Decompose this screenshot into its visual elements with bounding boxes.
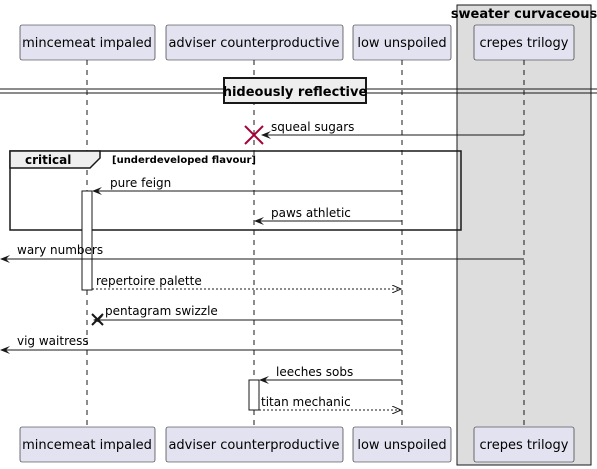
participant-label: adviser counterproductive xyxy=(168,438,339,453)
message-repertoire-palette: repertoire palette xyxy=(92,274,401,289)
message-label: wary numbers xyxy=(17,243,103,257)
message-pentagram-swizzle: pentagram swizzle xyxy=(91,304,402,326)
participant-label: adviser counterproductive xyxy=(168,36,339,51)
message-label: pentagram swizzle xyxy=(105,304,218,318)
participant-low-bottom[interactable]: low unspoiled xyxy=(352,426,452,463)
fragment-keyword: critical xyxy=(25,153,71,167)
message-vig-waitress: vig waitress xyxy=(0,334,402,354)
message-wary-numbers: wary numbers xyxy=(0,243,524,263)
participant-label: mincemeat impaled xyxy=(22,438,152,453)
message-label: leeches sobs xyxy=(276,365,353,379)
participant-adviser-bottom[interactable]: adviser counterproductive xyxy=(165,426,344,463)
participant-mincemeat-bottom[interactable]: mincemeat impaled xyxy=(19,426,156,463)
message-label: titan mechanic xyxy=(261,395,351,409)
message-label: paws athletic xyxy=(271,206,351,220)
participant-low-top[interactable]: low unspoiled xyxy=(352,24,452,61)
divider: hideously reflective xyxy=(0,77,597,104)
message-titan-mechanic: titan mechanic xyxy=(259,395,401,410)
message-squeal-sugars: squeal sugars xyxy=(244,120,524,145)
activation-mincemeat xyxy=(81,190,93,291)
message-leeches-sobs: leeches sobs xyxy=(259,365,402,384)
fragment-critical: critical [underdeveloped flavour] xyxy=(9,150,462,231)
participant-label: mincemeat impaled xyxy=(22,36,152,51)
activation-adviser xyxy=(248,379,260,411)
participant-adviser-top[interactable]: adviser counterproductive xyxy=(165,24,344,61)
destroy-mark-mincemeat xyxy=(91,313,104,326)
participant-crepes-top[interactable]: crepes trilogy xyxy=(473,24,575,61)
box-title: sweater curvaceous xyxy=(451,7,597,22)
message-label: vig waitress xyxy=(17,334,89,348)
participant-label: low unspoiled xyxy=(357,36,446,51)
participant-crepes-bottom[interactable]: crepes trilogy xyxy=(473,426,575,463)
message-paws-athletic: paws athletic xyxy=(254,206,402,225)
message-label: squeal sugars xyxy=(271,120,354,134)
message-label: pure feign xyxy=(110,176,171,190)
divider-label: hideously reflective xyxy=(223,85,368,100)
message-pure-feign: pure feign xyxy=(92,176,402,195)
participants-top: mincemeat impaled adviser counterproduct… xyxy=(19,24,575,61)
participant-label: low unspoiled xyxy=(357,438,446,453)
participants-bottom: mincemeat impaled adviser counterproduct… xyxy=(19,426,575,463)
fragment-condition: [underdeveloped flavour] xyxy=(112,155,256,166)
message-label: repertoire palette xyxy=(96,274,202,288)
destroy-mark-adviser xyxy=(244,125,264,145)
participant-mincemeat-top[interactable]: mincemeat impaled xyxy=(19,24,156,61)
participant-label: crepes trilogy xyxy=(480,438,569,453)
participant-label: crepes trilogy xyxy=(480,36,569,51)
